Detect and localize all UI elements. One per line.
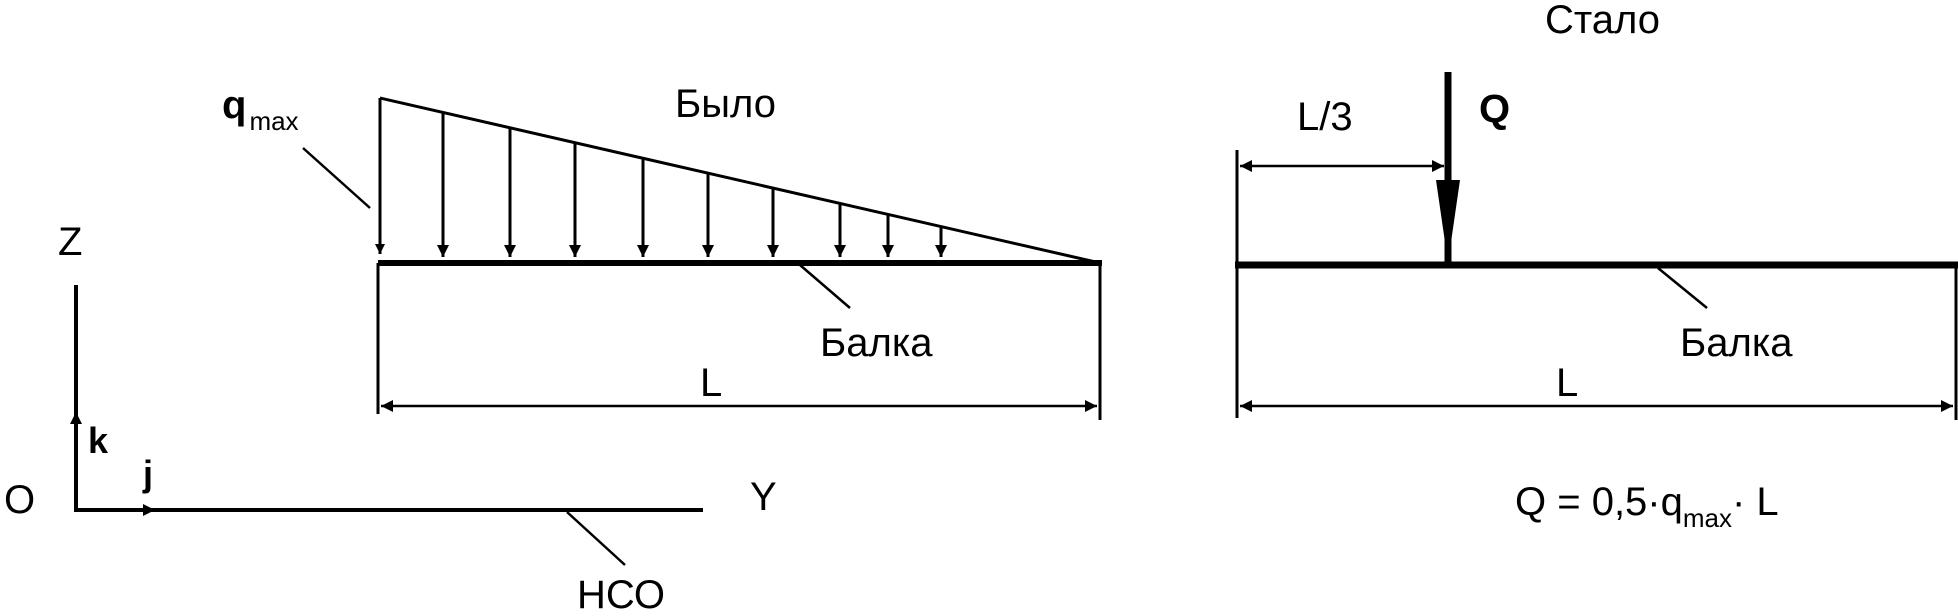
force-q-label: Q: [1479, 87, 1510, 131]
coordinate-system: Z Y O k j НСО: [4, 220, 777, 616]
z-axis-label: Z: [58, 220, 82, 264]
origin-label: O: [4, 478, 35, 522]
k-vector-label: k: [88, 420, 109, 461]
formula-prefix: Q = 0,5·q: [1515, 480, 1683, 524]
q-subscript: max: [249, 106, 298, 136]
before-beam-label: Балка: [820, 321, 933, 365]
frame-label: НСО: [577, 573, 665, 616]
formula-suffix: · L: [1732, 480, 1779, 524]
after-diagram: Стало Q Балка L/3 L Q = 0,5·qmax· L: [1235, 0, 1958, 533]
formula-subscript: max: [1683, 503, 1732, 533]
after-length-label: L: [1556, 361, 1578, 405]
force-q-arrowhead: [1436, 180, 1460, 263]
offset-label: L/3: [1297, 95, 1353, 139]
after-beam-leader: [1657, 267, 1708, 309]
before-length-label: L: [700, 361, 722, 405]
q-symbol: q: [222, 83, 246, 127]
before-title: Было: [675, 82, 776, 126]
after-beam-label: Балка: [1680, 321, 1793, 365]
y-axis-label: Y: [750, 475, 777, 519]
q-leader: [302, 147, 371, 209]
after-title: Стало: [1545, 0, 1660, 42]
before-beam-leader: [799, 264, 851, 309]
load-diagram-top: [379, 96, 1101, 265]
j-vector-label: j: [142, 453, 153, 494]
frame-leader: [566, 511, 626, 566]
distributed-load-arrows: [437, 112, 947, 257]
force-formula: Q = 0,5·qmax· L: [1515, 480, 1779, 533]
